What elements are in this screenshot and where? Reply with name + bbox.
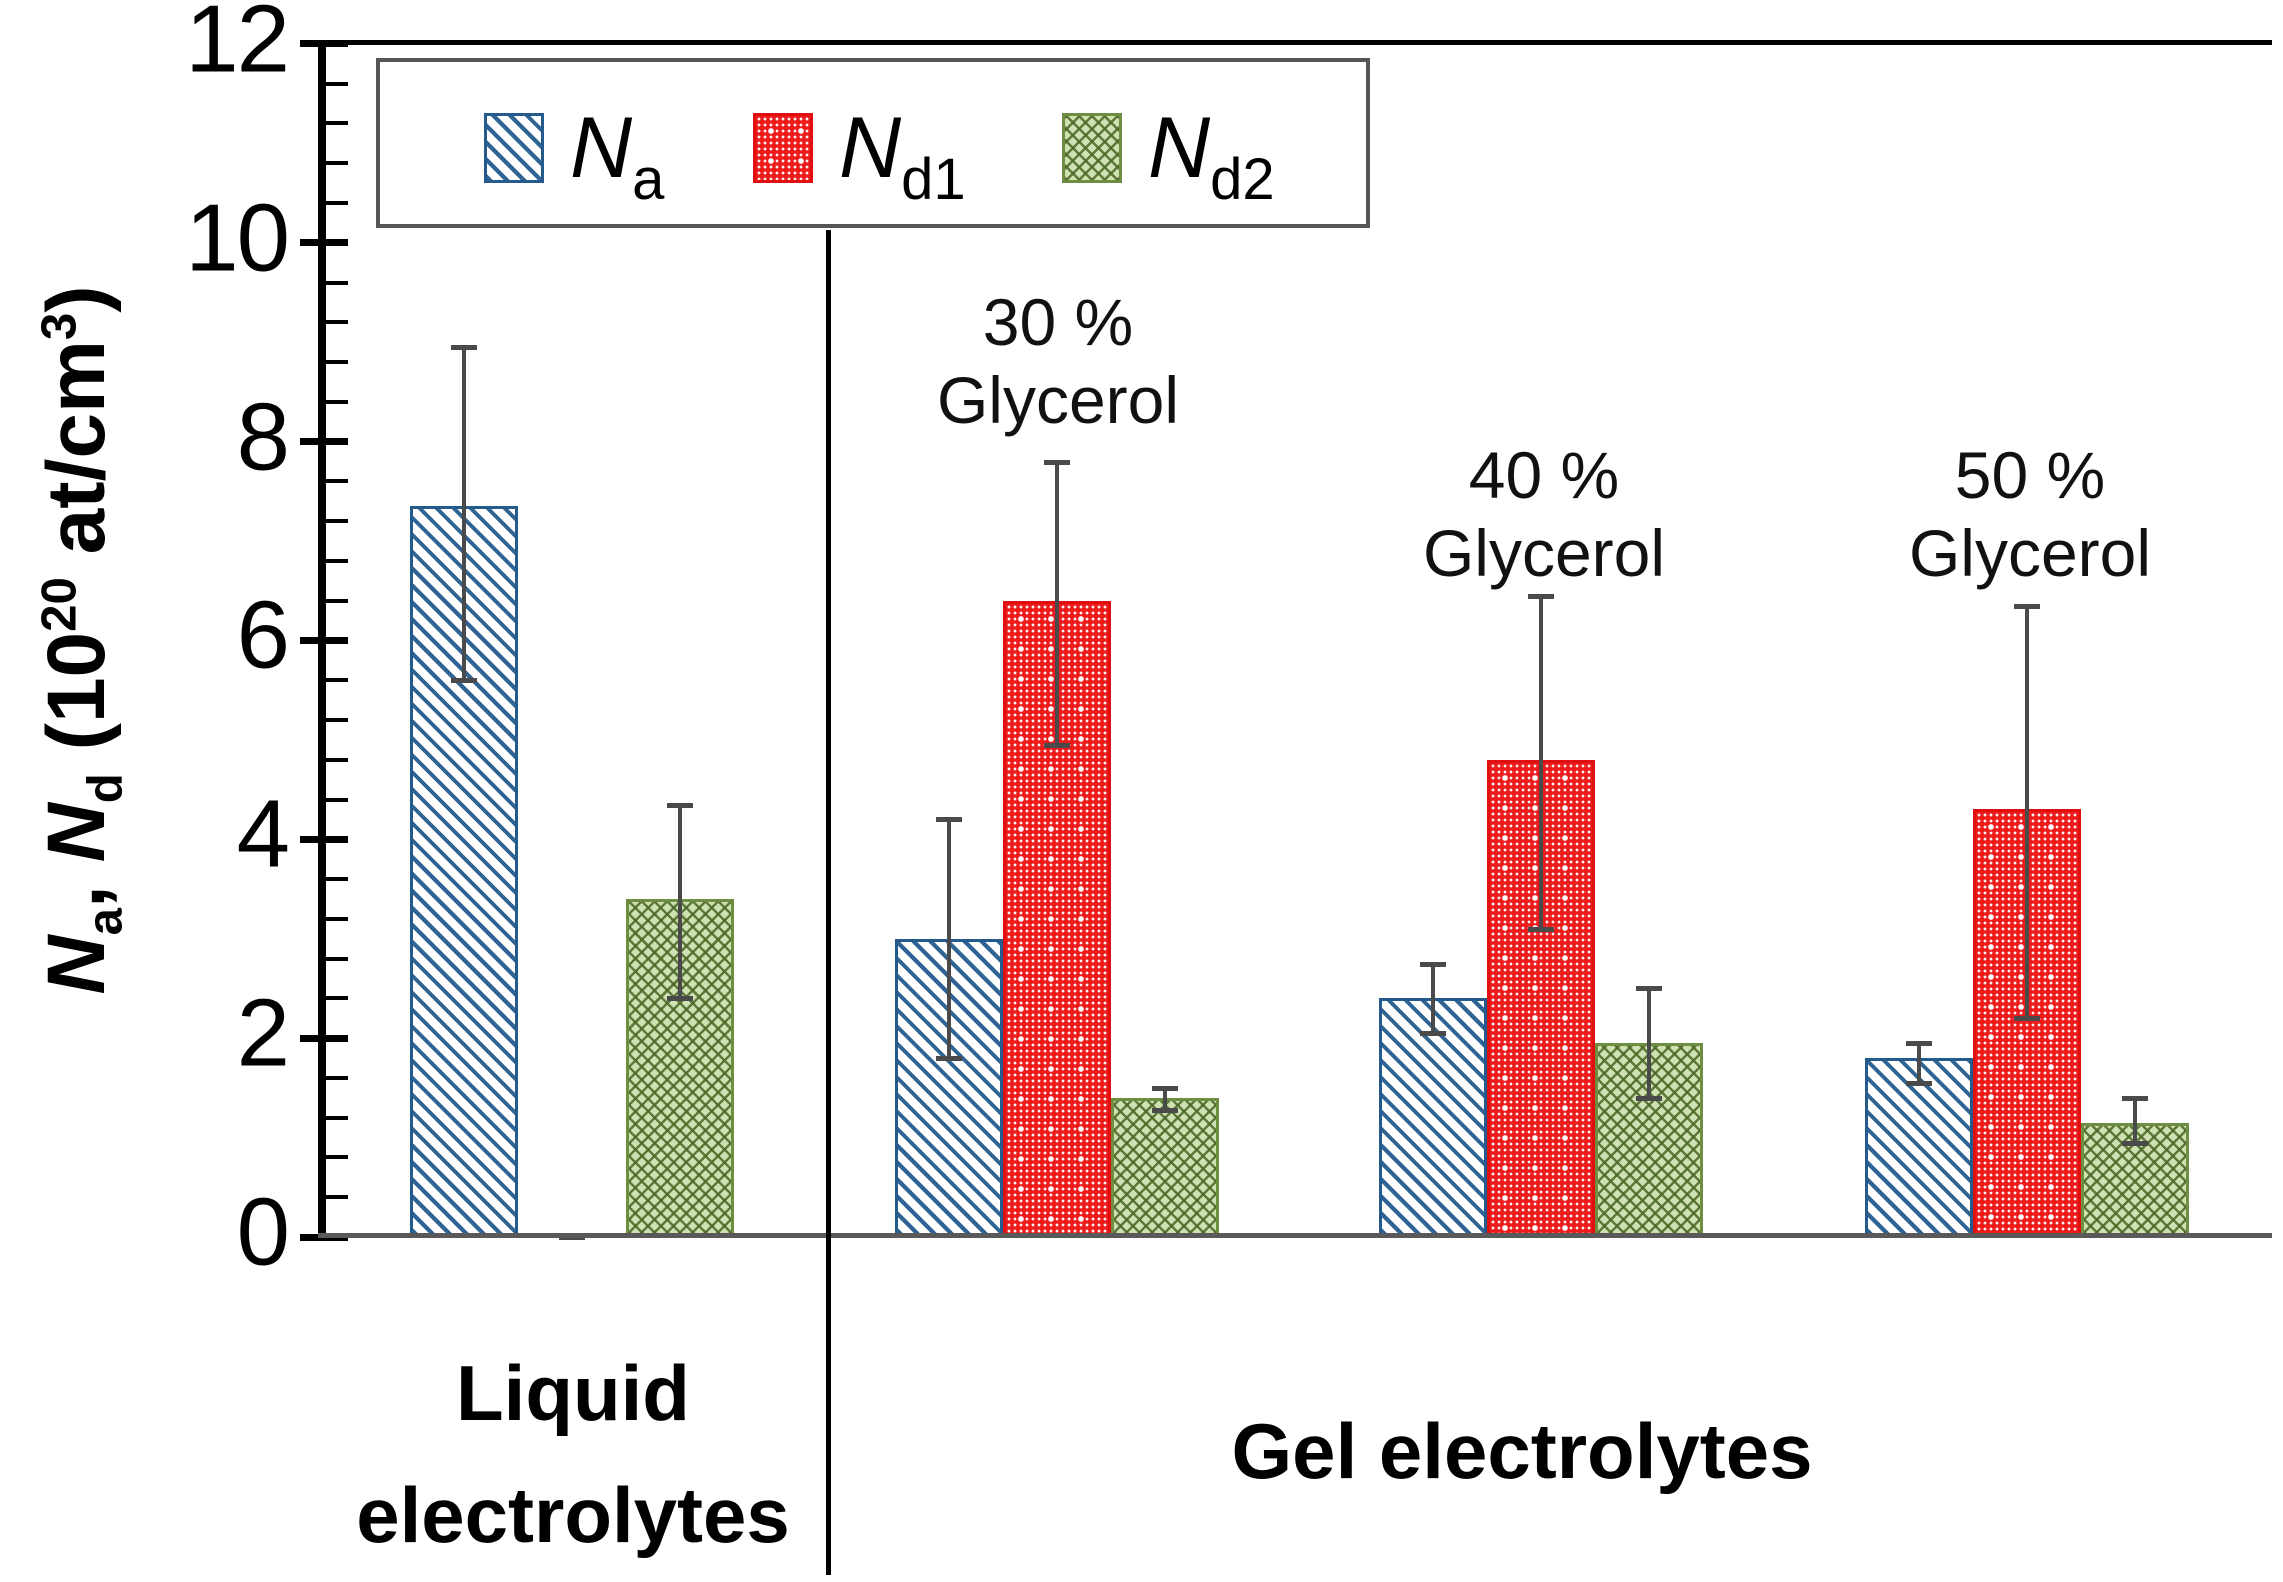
y-tick-label: 10 (185, 184, 290, 292)
minor-tick (326, 121, 348, 126)
bar-gel50-na (1865, 1058, 1973, 1237)
y-tick-label: 2 (236, 979, 290, 1087)
error-bar-liquid-nd2 (678, 804, 682, 999)
error-bar-cap-gel30-na (936, 817, 962, 823)
legend-item-na: Na (484, 100, 665, 212)
error-bar-gel50-na (1917, 1043, 1921, 1083)
legend-swatch-na (484, 113, 544, 183)
minor-tick (326, 956, 348, 961)
major-tick (300, 636, 348, 644)
error-bar-cap-gel50-na (1906, 1041, 1932, 1047)
section-label-liquid: Liquid electrolytes (356, 1349, 790, 1559)
x-axis-line (318, 1233, 2272, 1238)
minor-tick (326, 1195, 348, 1200)
error-bar-cap-gel30-nd1 (1044, 459, 1070, 465)
error-bar-cap-gel30-na (936, 1056, 962, 1062)
legend: Na Nd1 Nd2 (376, 58, 1370, 228)
legend-label-na: Na (570, 100, 665, 212)
minor-tick (326, 877, 348, 882)
error-bar-cap-liquid-nd2 (667, 802, 693, 808)
error-bar-cap-gel50-na (1906, 1080, 1932, 1086)
error-bar-cap-gel40-nd2 (1636, 1095, 1662, 1101)
minor-tick (326, 757, 348, 762)
minor-tick (326, 558, 348, 563)
major-tick (300, 1034, 348, 1042)
minor-tick (326, 996, 348, 1001)
minor-tick (326, 1075, 348, 1080)
minor-tick (326, 320, 348, 325)
minor-tick (326, 81, 348, 86)
error-bar-cap-gel40-nd1 (1528, 926, 1554, 932)
minor-tick (326, 1115, 348, 1120)
legend-label-nd1: Nd1 (839, 100, 966, 212)
section-label-gel: Gel electrolytes (1231, 1407, 1813, 1495)
error-bar-gel40-na (1431, 963, 1435, 1034)
error-bar-cap-liquid-na (451, 678, 477, 684)
error-bar-cap-gel50-nd1 (2014, 603, 2040, 609)
legend-swatch-nd2 (1062, 113, 1122, 183)
y-tick-label: 4 (236, 780, 290, 888)
minor-tick (326, 399, 348, 404)
legend-label-nd2: Nd2 (1148, 100, 1275, 212)
group-label-gel40: 40 %Glycerol (1422, 438, 1666, 590)
error-bar-cap-gel40-nd1 (1528, 593, 1554, 599)
error-bar-cap-gel50-nd1 (2014, 1016, 2040, 1022)
minor-tick (326, 161, 348, 166)
error-bar-cap-gel40-nd2 (1636, 986, 1662, 992)
group-label-gel30: 30 %Glycerol (936, 285, 1180, 437)
bar-gel30-nd2 (1111, 1097, 1219, 1237)
y-tick-label: 6 (236, 582, 290, 690)
error-bar-cap-gel50-nd2 (2122, 1095, 2148, 1101)
error-bar-cap-gel40-na (1420, 1031, 1446, 1037)
error-bar-cap-gel30-nd1 (1044, 742, 1070, 748)
major-tick (300, 835, 348, 843)
minor-tick (326, 201, 348, 206)
group-label-gel50: 50 %Glycerol (1908, 438, 2152, 590)
error-bar-gel30-nd1 (1055, 461, 1059, 745)
minor-tick (326, 360, 348, 365)
error-bar-gel40-nd1 (1539, 595, 1543, 929)
minor-tick (326, 678, 348, 683)
error-bar-cap-gel30-nd2 (1152, 1107, 1178, 1113)
legend-item-nd1: Nd1 (753, 100, 966, 212)
major-tick (300, 239, 348, 247)
group-divider-line (826, 230, 831, 1575)
minor-tick (326, 280, 348, 285)
bar-gel40-na (1379, 998, 1487, 1237)
legend-swatch-nd1 (753, 113, 813, 183)
error-bar-liquid-na (462, 347, 466, 681)
plot-top-border (318, 40, 2272, 45)
minor-tick (326, 1155, 348, 1160)
bar-gel30-na (895, 938, 1003, 1237)
major-tick (300, 40, 348, 48)
y-tick-label: 0 (236, 1178, 290, 1286)
y-tick-label: 8 (236, 383, 290, 491)
bar-gel30-nd1 (1003, 600, 1111, 1237)
minor-tick (326, 519, 348, 524)
error-bar-cap-gel30-nd2 (1152, 1085, 1178, 1091)
minor-tick (326, 479, 348, 484)
y-axis-title: Na, Nd (1020 at/cm3) (31, 285, 133, 995)
minor-tick (326, 598, 348, 603)
error-bar-cap-gel40-na (1420, 961, 1446, 967)
error-bar-gel30-nd2 (1163, 1087, 1167, 1110)
error-bar-gel50-nd2 (2133, 1097, 2137, 1143)
error-bar-gel30-na (947, 819, 951, 1059)
error-bar-cap-gel50-nd2 (2122, 1140, 2148, 1146)
error-bar-gel40-nd2 (1647, 988, 1651, 1098)
y-tick-label: 12 (185, 0, 290, 93)
error-bar-cap-liquid-nd2 (667, 996, 693, 1002)
error-bar-gel50-nd1 (2025, 605, 2029, 1019)
minor-tick (326, 797, 348, 802)
major-tick (300, 438, 348, 446)
error-bar-cap-liquid-na (451, 345, 477, 351)
legend-item-nd2: Nd2 (1062, 100, 1275, 212)
minor-tick (326, 916, 348, 921)
minor-tick (326, 718, 348, 723)
